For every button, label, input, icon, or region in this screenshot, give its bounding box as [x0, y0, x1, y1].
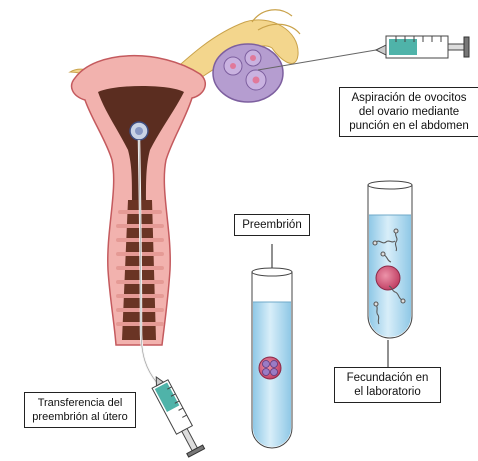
aspiration-syringe	[376, 36, 469, 58]
aspiration-label-line-2: del ovario mediante	[345, 105, 473, 119]
fertilization-label: Fecundación en el laboratorio	[334, 367, 441, 403]
preembryo-label-line-1: Preembrión	[240, 218, 304, 232]
fertilization-label-line-2: el laboratorio	[340, 385, 435, 399]
uterus	[72, 56, 206, 345]
fertilization-test-tube	[368, 181, 412, 338]
embryo-in-uterus	[130, 122, 148, 140]
preembryo-cell	[259, 357, 281, 379]
oocyte-cell	[376, 266, 400, 290]
transfer-label: Transferencia del preembrión al útero	[24, 392, 136, 428]
aspiration-label-line-1: Aspiración de ovocitos	[345, 91, 473, 105]
transfer-label-line-1: Transferencia del	[30, 396, 130, 410]
preembryo-label: Preembrión	[234, 214, 310, 236]
aspiration-label: Aspiración de ovocitos del ovario median…	[339, 87, 478, 137]
transfer-syringe	[148, 373, 204, 457]
ovary	[213, 44, 283, 102]
transfer-label-line-2: preembrión al útero	[30, 410, 130, 424]
aspiration-label-line-3: punción en el abdomen	[345, 119, 473, 133]
fertilization-label-line-1: Fecundación en	[340, 371, 435, 385]
